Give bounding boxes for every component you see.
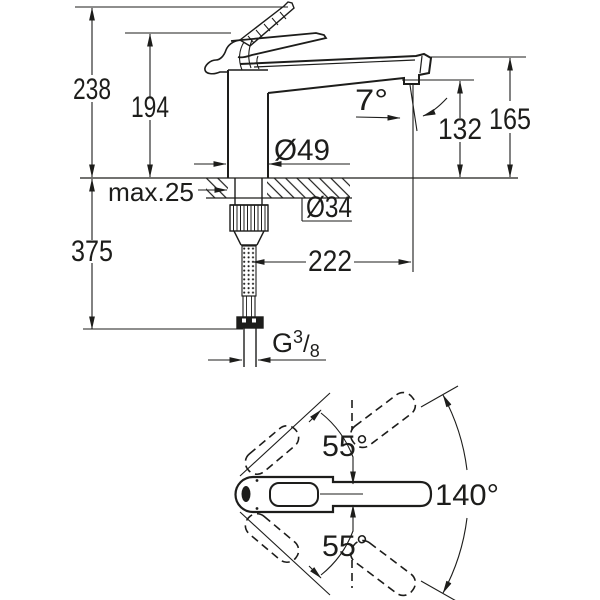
dim-outlet-angle-label: 7° bbox=[355, 84, 388, 117]
nut-taper bbox=[233, 230, 265, 246]
dim-spout-top-height-label: 165 bbox=[489, 103, 531, 136]
arc-140-lower bbox=[442, 517, 468, 594]
arc-55-lower bbox=[320, 504, 356, 576]
lever-raised bbox=[238, 1, 295, 47]
arc-55-lower-arrow bbox=[308, 565, 322, 579]
dim-hole-diameter-label: Ø34 bbox=[306, 191, 352, 224]
temperature-dot bbox=[241, 486, 251, 502]
dim-under-counter-label: 375 bbox=[71, 235, 113, 268]
radial-lower-right bbox=[420, 580, 456, 600]
arc-140-upper bbox=[442, 394, 468, 471]
pivot-mark-lower bbox=[255, 507, 259, 510]
arc-55-upper bbox=[320, 412, 356, 485]
hose-fitting bbox=[236, 316, 264, 329]
dim-thread-label: G3/8 bbox=[272, 327, 320, 361]
dim-counter-thickness-label: max.25 bbox=[108, 177, 194, 207]
stream-curved-arrow bbox=[422, 97, 448, 117]
thread-slash: / bbox=[303, 331, 310, 358]
top-view: 55° 55° 140° bbox=[234, 385, 499, 600]
spout-outline bbox=[239, 52, 433, 94]
mounting-nut bbox=[229, 204, 269, 232]
deck-hatch-right bbox=[267, 178, 350, 198]
dim-spout-reach-label: 222 bbox=[308, 245, 352, 278]
dim-swing-lower-label: 55° bbox=[322, 530, 368, 563]
dim-swing-upper-label: 55° bbox=[322, 430, 368, 463]
dome-sketch-line-1 bbox=[239, 41, 245, 71]
dome-sketch-line-2 bbox=[248, 39, 253, 69]
lever-closed bbox=[230, 32, 328, 59]
lever-raised-hatching bbox=[247, 11, 287, 44]
dim-total-height-label: 238 bbox=[73, 73, 111, 106]
dim-lever-height-label: 194 bbox=[131, 91, 169, 124]
lever-position-upper-dashed bbox=[244, 424, 300, 476]
lever-top-view bbox=[269, 482, 319, 507]
radial-upper-right bbox=[420, 385, 459, 408]
faucet-top-view bbox=[234, 475, 433, 514]
dim-body-diameter-label: Ø49 bbox=[274, 134, 330, 167]
fitting-highlight-1 bbox=[242, 318, 246, 323]
dim-swivel-total-label: 140° bbox=[435, 479, 499, 512]
deck-hatch-left bbox=[206, 178, 228, 198]
lever-position-lower-dashed bbox=[244, 512, 300, 564]
supply-hose-assembly bbox=[229, 178, 269, 367]
thread-numerator: 3 bbox=[293, 327, 303, 347]
stream-angle-line bbox=[409, 84, 418, 132]
side-view-labels: 238 194 max.25 375 Ø49 Ø34 222 132 165 7… bbox=[71, 73, 531, 361]
dim-outlet-height-label: 132 bbox=[438, 113, 482, 146]
spout-endcap-line bbox=[419, 55, 423, 74]
faucet-body bbox=[204, 1, 433, 178]
thread-g: G bbox=[272, 328, 293, 358]
thread-denominator: 8 bbox=[310, 341, 320, 361]
arc-55-upper-arrow bbox=[308, 409, 322, 423]
top-view-labels: 55° 55° 140° bbox=[322, 430, 499, 563]
dim-7deg-leader bbox=[355, 114, 401, 121]
pivot-mark-upper bbox=[255, 479, 259, 482]
top-view-dimensions bbox=[239, 385, 468, 600]
spout-top-chamfer bbox=[253, 59, 416, 68]
cartridge-dome bbox=[204, 39, 241, 75]
radial-upper-left bbox=[239, 392, 331, 477]
dome-sketch-line-3 bbox=[256, 55, 260, 70]
radial-lower-left bbox=[239, 511, 331, 596]
fitting-highlight-2 bbox=[252, 318, 256, 323]
side-view-dimensions bbox=[75, 6, 526, 363]
side-view: 238 194 max.25 375 Ø49 Ø34 222 132 165 7… bbox=[71, 1, 531, 367]
braided-hose bbox=[241, 245, 257, 297]
spout-position-upper-dashed bbox=[349, 391, 417, 449]
nut-ribs bbox=[233, 205, 266, 231]
